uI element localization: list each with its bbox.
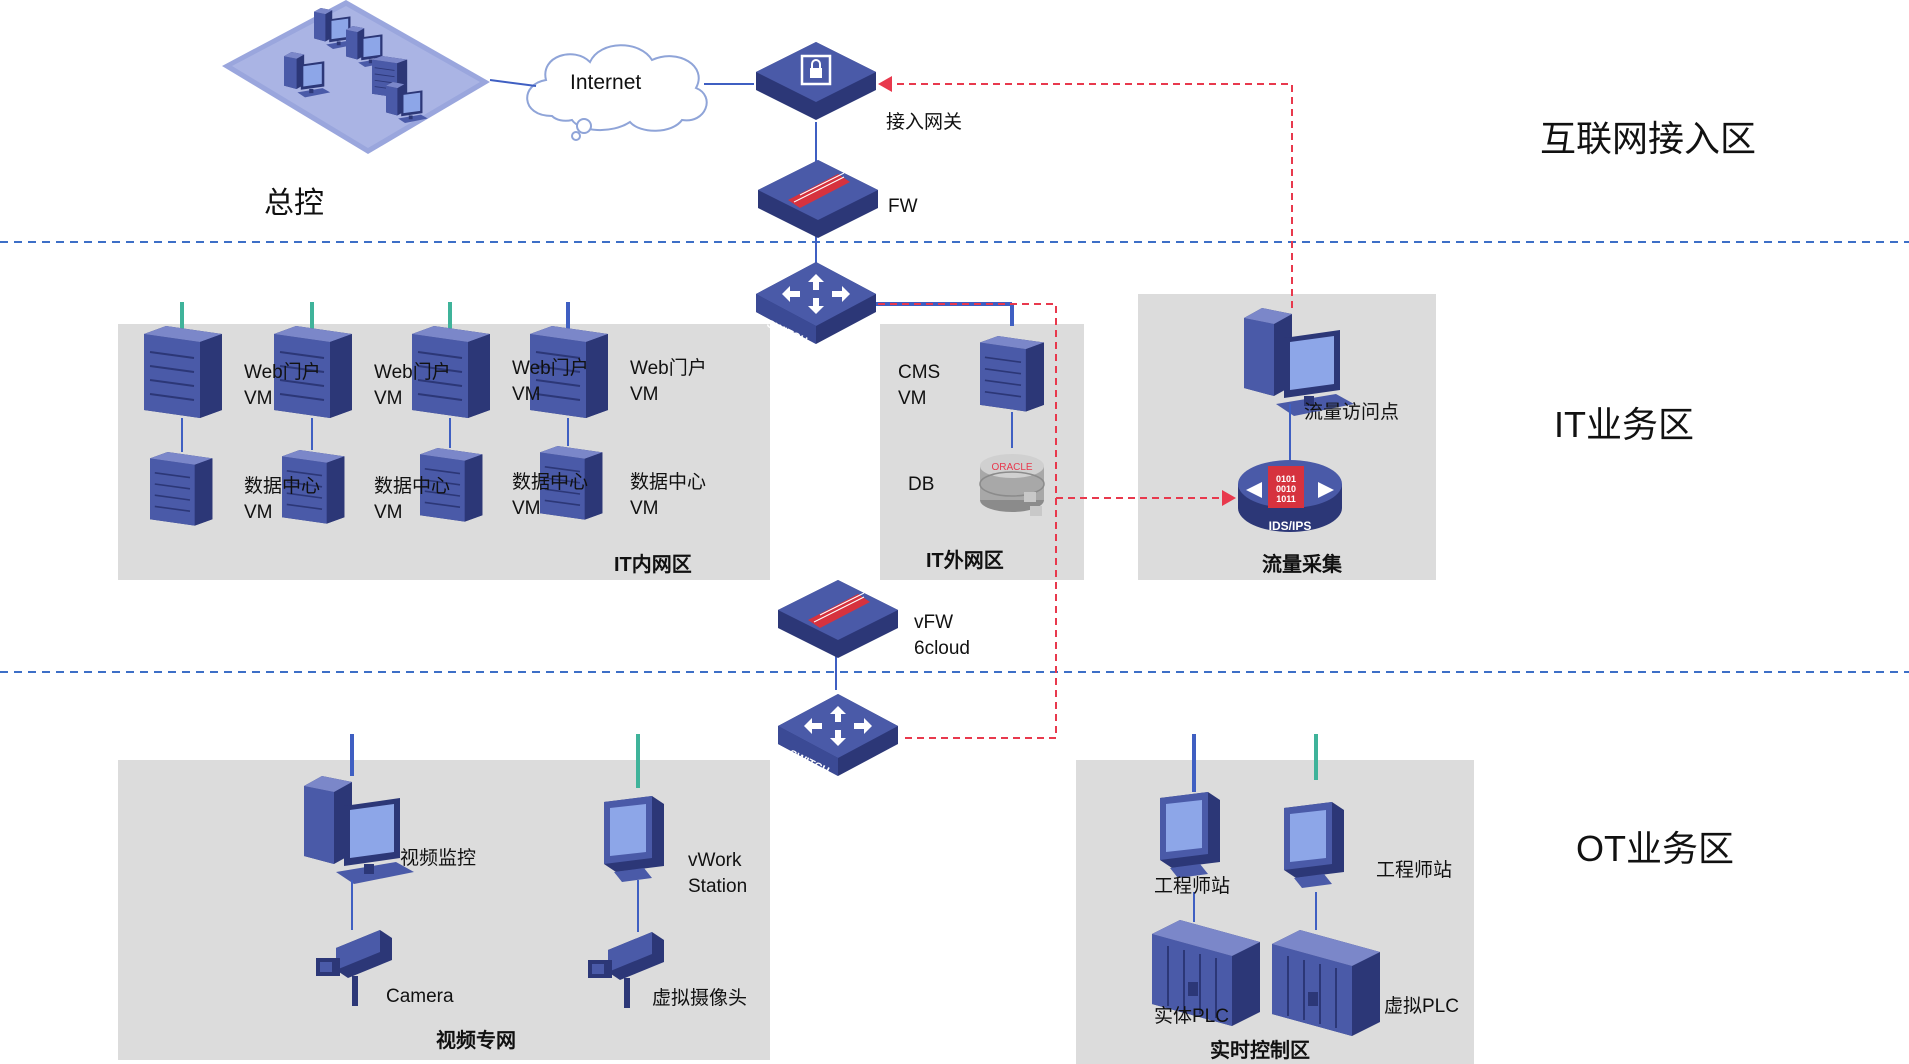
web-portal-label-3: Web门户 [512,358,589,379]
physical-plc-label: 实体PLC [1154,1006,1229,1027]
zone-title-internet: 互联网接入区 [1540,118,1757,159]
virtual-camera-label: 虚拟摄像头 [652,988,748,1009]
dc-vm-label-3: VM [512,498,541,519]
oracle-db-text: ORACLE [991,462,1032,473]
ids-bits-1: 0101 [1276,474,1296,484]
web-vm-label-4: VM [630,384,659,405]
fw-label: FW [888,196,918,217]
dc-label-1: 数据中心 [244,476,321,497]
dc-label-4: 数据中心 [630,472,707,493]
cms-label: CMS [898,362,941,383]
ids-bits-2: 0010 [1276,484,1296,494]
web-portal-label-2: Web门户 [374,362,451,383]
internet-label: Internet [570,71,642,94]
dc-label-3: 数据中心 [512,472,589,493]
gateway-icon[interactable] [754,40,878,122]
ids-ips-icon[interactable]: 0101 0010 1011 IDS/IPS [1238,460,1342,533]
ids-bits-3: 1011 [1276,494,1296,504]
it-inner-servers [143,325,609,527]
dc-vm-label-2: VM [374,502,403,523]
db-label: DB [908,474,935,495]
web-vm-label-1: VM [244,388,273,409]
vfw-label: vFW [914,612,954,633]
ids-ips-text: IDS/IPS [1269,519,1312,533]
camera-label: Camera [386,986,454,1007]
control-center-cluster [222,0,490,154]
dc-vm-label-1: VM [244,502,273,523]
web-vm-label-3: VM [512,384,541,405]
realtime-title: 实时控制区 [1210,1040,1310,1062]
it-switch[interactable]: SWITCH [756,262,876,348]
ot-switch[interactable]: SWITCH [778,694,898,778]
it-outer-title: IT外网区 [926,550,1004,572]
arrowhead-gateway [878,76,892,92]
web-server-1 [143,325,223,419]
vwork-station-label: Station [688,876,748,897]
arrowhead-ids [1222,490,1236,506]
traffic-title: 流量采集 [1262,554,1342,576]
eng-station-1-label: 工程师站 [1154,876,1231,897]
web-vm-label-2: VM [374,388,403,409]
it-inner-title: IT内网区 [614,554,692,576]
video-network-title: 视频专网 [436,1030,516,1052]
vwork-label: vWork [688,850,742,871]
zone-title-ot: OT业务区 [1576,828,1734,869]
web-portal-label-4: Web门户 [630,358,707,379]
video-monitor-label: 视频监控 [400,848,477,869]
control-center-label: 总控 [264,187,324,220]
ot-bus-lines [350,732,1318,792]
fw-icon[interactable] [757,159,879,239]
eng-station-2-label: 工程师站 [1376,860,1453,881]
zone-title-it: IT业务区 [1554,404,1694,445]
dc-server-1 [149,451,214,527]
traffic-access-label: 流量访问点 [1304,402,1400,423]
oracle-db-icon[interactable]: ORACLE [979,454,1045,516]
internet-cloud-icon [526,44,708,141]
link-control-cloud [489,79,537,87]
cms-server[interactable] [979,335,1045,413]
panel-video [118,760,770,1060]
vfw-icon[interactable] [777,579,899,659]
web-portal-label-1: Web门户 [244,362,321,383]
dc-label-2: 数据中心 [374,476,451,497]
mirror-traffic-links [878,83,1293,739]
vfw-cloud-label: 6cloud [914,638,970,659]
gateway-label: 接入网关 [886,112,963,133]
cms-vm-label: VM [898,388,927,409]
virtual-plc-label: 虚拟PLC [1384,996,1459,1017]
dc-vm-label-4: VM [630,498,659,519]
